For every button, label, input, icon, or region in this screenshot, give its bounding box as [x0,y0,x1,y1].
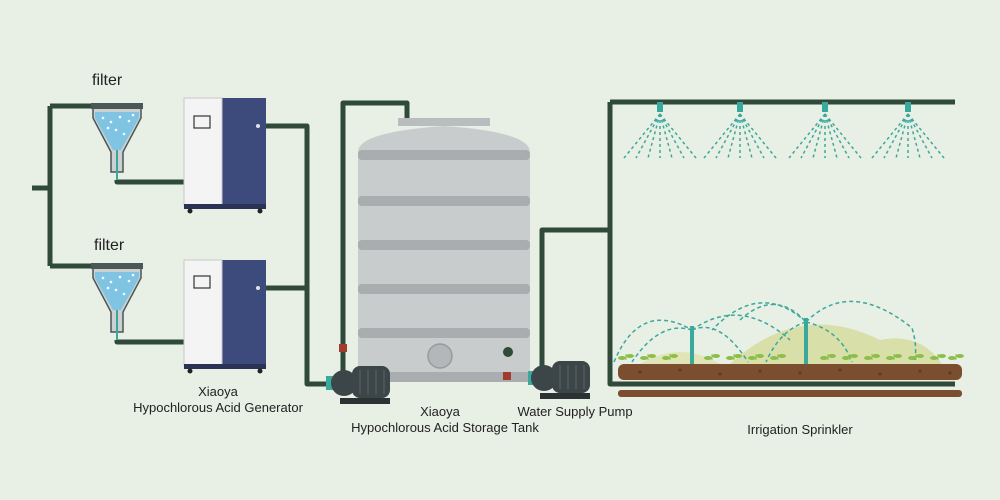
valve-handle [339,344,347,352]
soil-bed [618,364,962,380]
storage-tank-icon [358,126,530,382]
sprinkler-nozzle-icon [822,102,828,112]
generator-label-line1: Xiaoya [198,384,238,399]
water-supply-pump [528,361,590,399]
tank-label-line2: Hypochlorous Acid Storage Tank [351,420,539,435]
tank-label-line1: Xiaoya [420,404,460,419]
filter-bubbles [101,113,135,136]
pipe-pump-to-field [539,227,610,372]
generator-display [193,115,211,129]
valves [339,344,511,380]
pipe-generator-top-out [265,123,330,387]
filter-cap [91,263,143,269]
generator-label-line2: Hypochlorous Acid Generator [133,400,303,415]
pump-motor [552,361,590,393]
tank-gauge [503,347,513,357]
overhead-sprinklers [623,102,945,159]
valve-handle [503,372,511,380]
sprinkler-label: Irrigation Sprinkler [747,422,853,437]
generator-front-panel [183,97,223,207]
pump-base [540,393,590,399]
generator-bottom [183,259,266,374]
filter-top [91,103,143,180]
water-pump-icon [531,365,557,391]
overhead-sprinkler [623,102,697,159]
pipe-filter-top-to-generator [114,179,185,185]
overhead-sprinkler [871,102,945,159]
sprinkler-nozzle-icon [690,326,694,364]
generator-indicator [256,286,260,290]
field-mound-left [640,352,720,364]
sprinkler-nozzle-icon [905,102,911,112]
pump-motor [352,366,390,398]
generator-top [183,97,266,214]
generator-display [193,275,211,289]
generator-indicator [256,124,260,128]
water-pump-icon [331,370,357,396]
pump-base [340,398,390,404]
overhead-sprinkler [788,102,862,159]
sprinkler-nozzle-icon [737,102,743,112]
filter-bottom-label: filter [94,237,125,254]
plants [618,354,964,360]
filter-cap [91,103,143,109]
pipe-pump-to-tank [340,100,410,372]
pump-label: Water Supply Pump [517,404,633,419]
tank-manhole [427,343,453,369]
field [613,300,964,397]
soil-texture [638,368,952,376]
storage-tank [358,118,530,382]
generator-base [184,204,266,209]
sprinkler-nozzle-icon [804,318,808,364]
filter-bottom [91,263,143,340]
filter-bubbles [101,273,135,296]
soil-strip [618,390,962,397]
pipe-filter-bottom-to-generator [114,339,185,345]
filter-top-label: filter [92,72,123,89]
generator-base [184,364,266,369]
tank-bands [358,150,530,382]
sprinkler-nozzle-icon [657,102,663,112]
circulation-pump [326,366,390,404]
overhead-sprinkler [703,102,777,159]
tank-lid [398,118,490,126]
main-field-pipe [607,102,955,387]
